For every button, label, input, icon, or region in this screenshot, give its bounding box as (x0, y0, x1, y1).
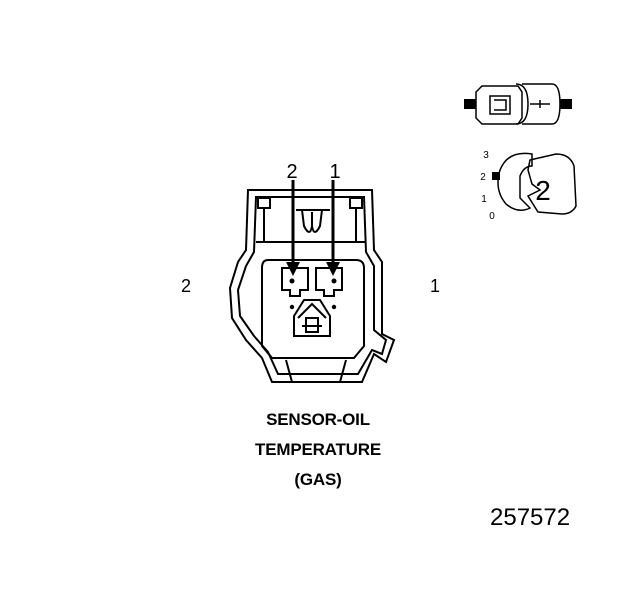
pin-dot (289, 304, 295, 310)
pin-arrow-1 (326, 180, 340, 276)
pin-label-side-left: 2 (181, 276, 191, 296)
position-number: 2 (535, 175, 551, 206)
pin-label-side-right: 1 (430, 276, 440, 296)
pin-label-top-right: 1 (329, 161, 340, 183)
pin-arrow-2 (286, 180, 300, 276)
caption-line-3: (GAS) (294, 470, 342, 489)
position-key-icon: 3 2 1 0 2 (480, 150, 577, 222)
position-scale-1: 1 (481, 194, 487, 205)
caption-line-1: SENSOR-OIL (266, 410, 370, 429)
pin-dots (289, 278, 337, 310)
position-scale-0: 0 (489, 211, 495, 222)
pin-dot (331, 304, 337, 310)
connector-face (228, 189, 396, 383)
connector-side-view-icon (464, 83, 572, 125)
caption-line-2: TEMPERATURE (255, 440, 381, 459)
position-scale-2: 2 (480, 172, 486, 183)
figure-number: 257572 (490, 504, 571, 531)
pin-label-top-left: 2 (286, 161, 297, 183)
pin-dot (289, 278, 295, 284)
pin-dot (331, 278, 337, 284)
position-scale-3: 3 (483, 150, 489, 161)
